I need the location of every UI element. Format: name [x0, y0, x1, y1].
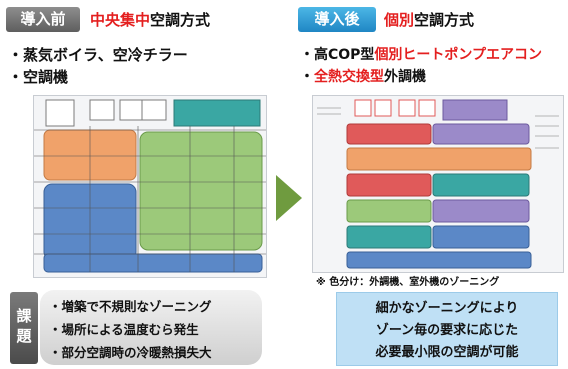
after-bullet-1: ・高COP型個別ヒートポンプエアコン	[300, 44, 542, 64]
after-bullet-2-suffix: 外調機	[384, 69, 426, 85]
after-bullet-2-prefix: ・	[300, 69, 314, 85]
issues-label-char-1: 課	[16, 307, 32, 325]
after-bullet-1-prefix: ・高COP型	[300, 47, 375, 63]
issue-item: ・場所による温度むら発生	[49, 322, 199, 337]
after-bullet-2: ・全熱交換型外調機	[300, 66, 426, 86]
issues-label-char-2: 題	[16, 327, 32, 345]
issue-item: ・増築で不規則なゾーニング	[49, 299, 212, 314]
after-title-red: 個別	[384, 11, 415, 29]
after-bullet-2-red: 全熱交換型	[314, 69, 384, 85]
before-floor-plan-drawing	[34, 99, 266, 273]
after-title-black: 空調方式	[414, 11, 475, 29]
issue-item: ・部分空調時の冷暖熱損失大	[49, 345, 212, 360]
issues-panel	[40, 290, 262, 365]
before-bullet-2: ・空調機	[8, 68, 69, 86]
after-tag: 導入後	[298, 7, 376, 32]
after-floor-plan-drawing	[317, 99, 559, 269]
transition-arrow	[276, 175, 302, 221]
issues-label: 課 題	[10, 292, 38, 364]
result-line: 必要最小限の空調が可能	[375, 345, 519, 360]
before-bullet-1: ・蒸気ボイラ、空冷チラー	[8, 46, 188, 64]
result-panel	[336, 292, 558, 366]
result-line: 細かなゾーニングにより	[375, 301, 519, 316]
zoning-color-note: ※ 色分け：外調機、室外機のゾーニング	[316, 277, 500, 288]
after-title: 個別空調方式	[384, 9, 474, 30]
after-floor-plan	[312, 95, 564, 273]
before-title-red: 中央集中	[90, 11, 151, 29]
before-tag: 導入前	[6, 7, 80, 32]
result-line: ゾーン毎の要求に応じた	[375, 323, 519, 338]
before-floor-plan	[33, 95, 267, 278]
after-bullet-1-red: 個別ヒートポンプエアコン	[374, 47, 543, 63]
before-title-black: 空調方式	[150, 11, 211, 29]
before-title: 中央集中空調方式	[90, 9, 210, 30]
